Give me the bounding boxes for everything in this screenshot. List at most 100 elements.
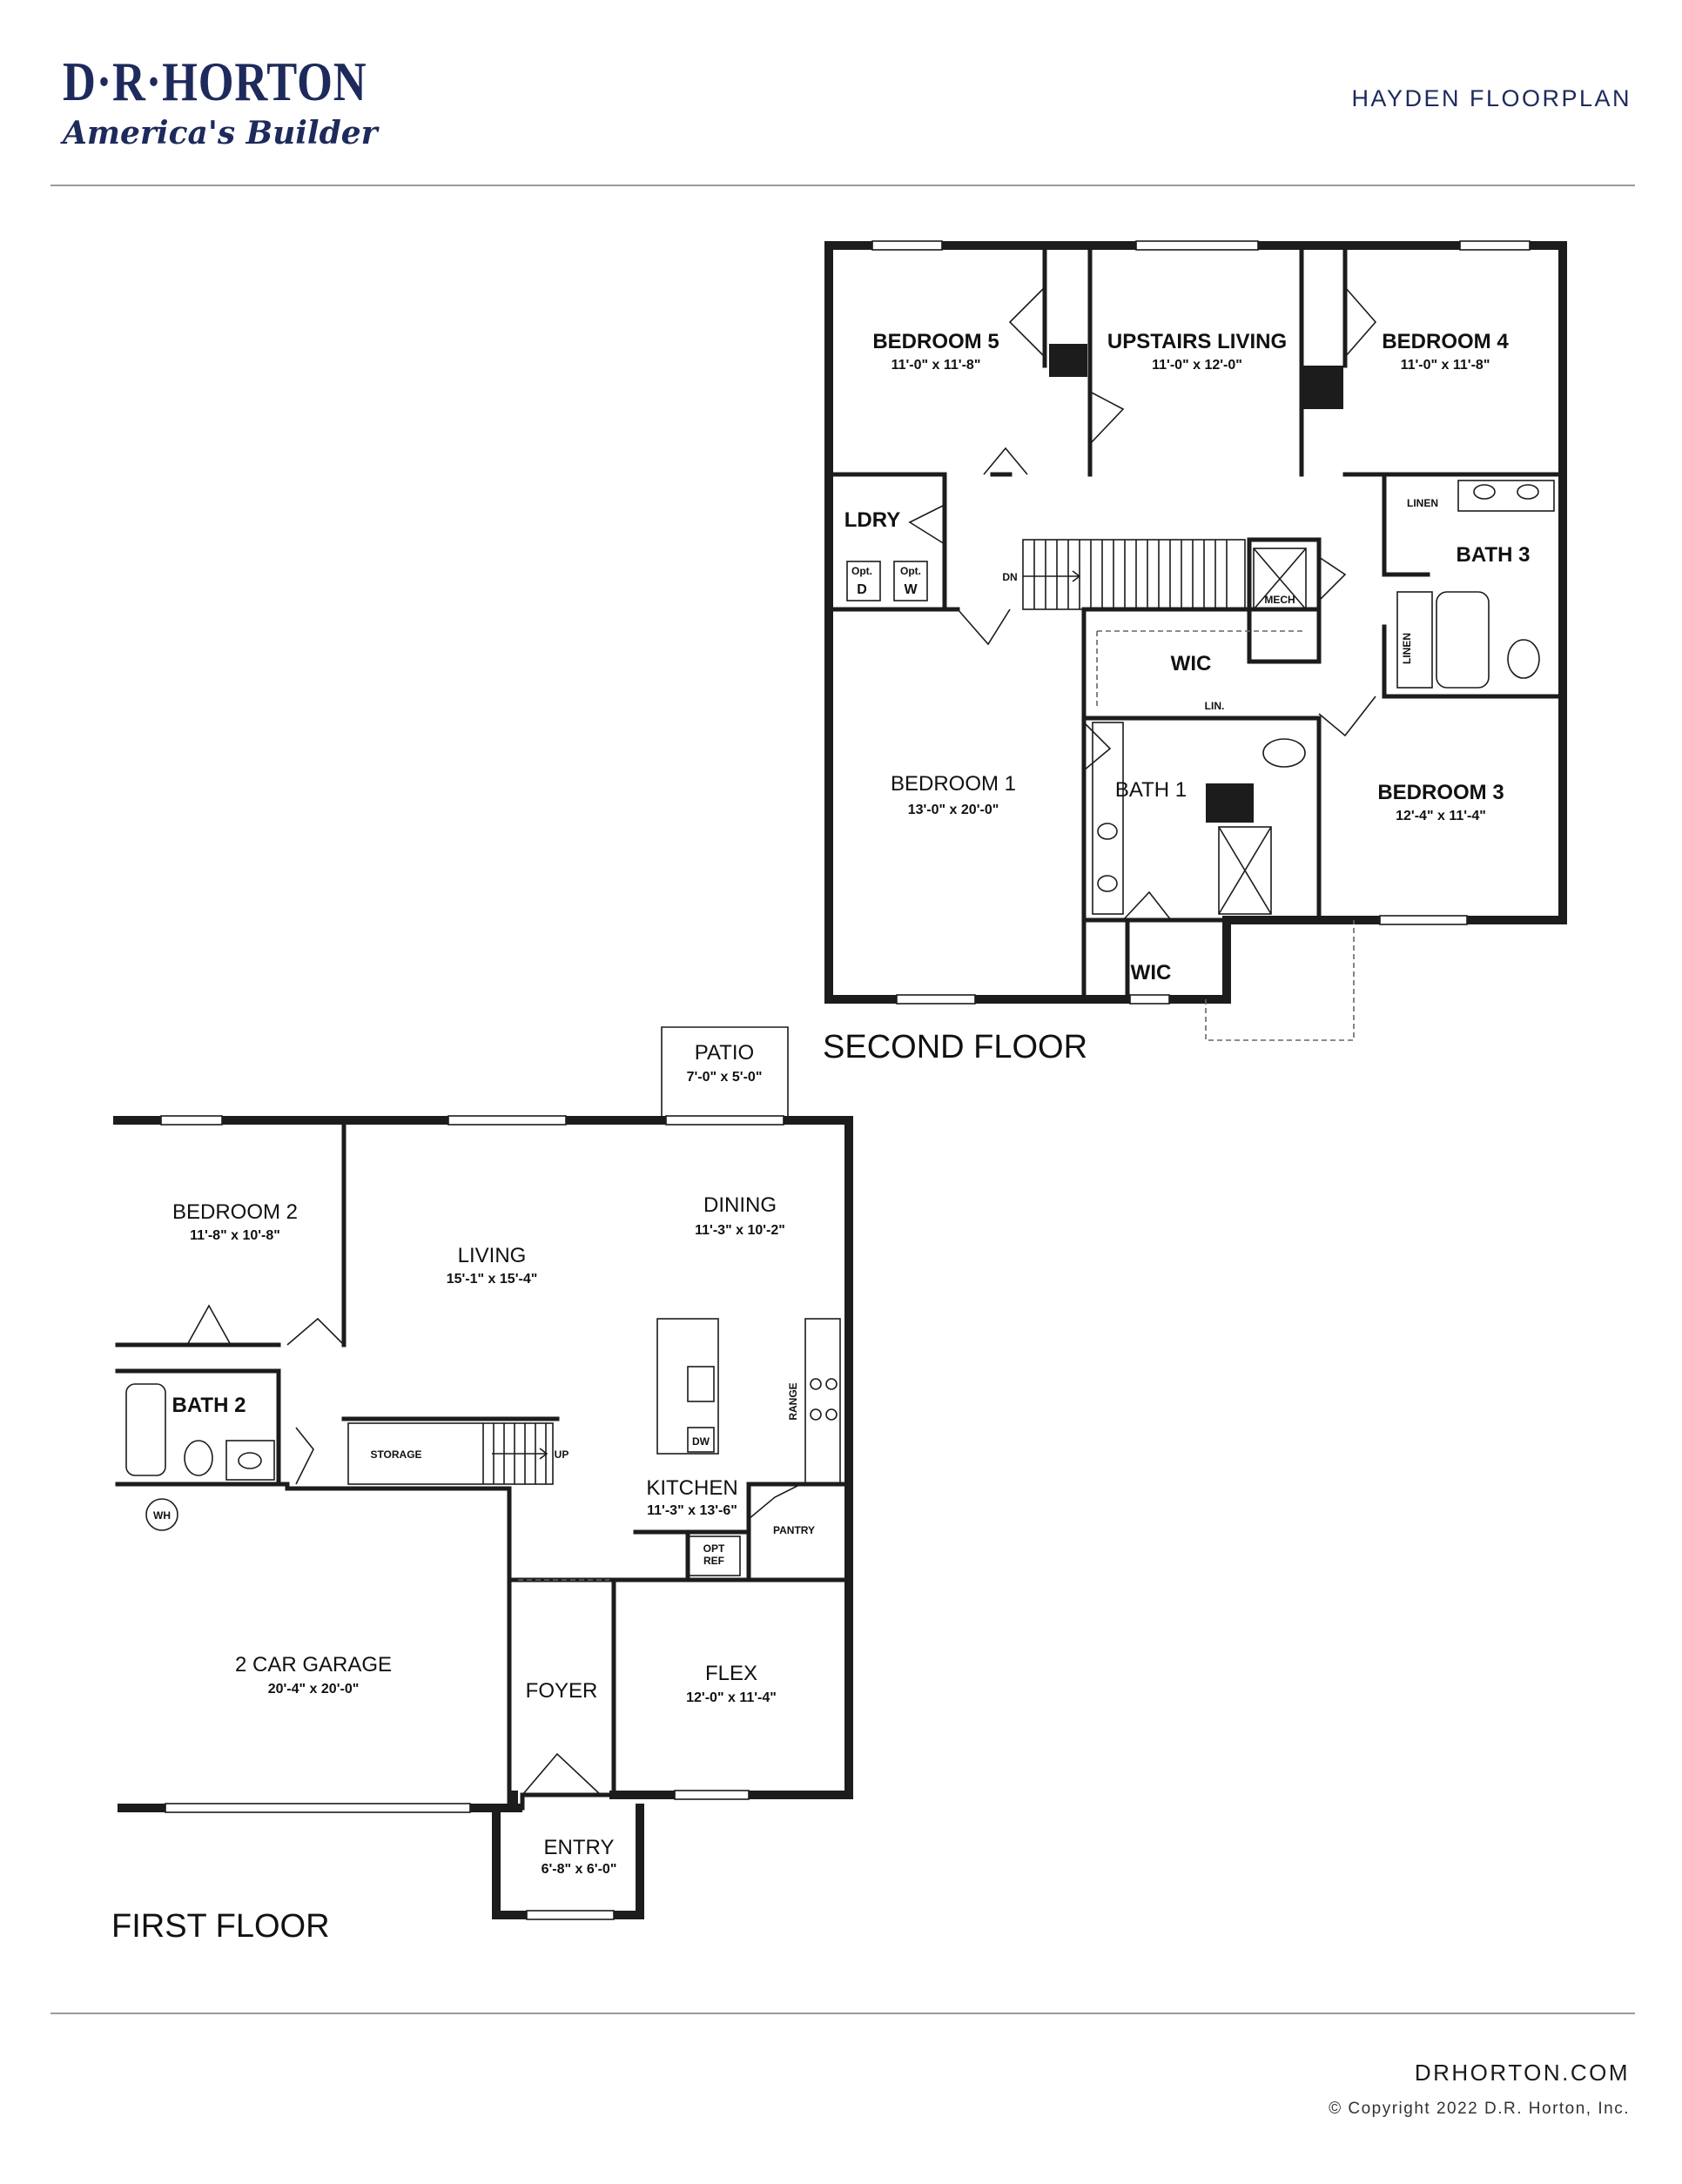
room-name-foyer: FOYER (526, 1679, 598, 1703)
upstairs-stairwell (1022, 539, 1246, 610)
website-link[interactable]: DRHORTON.COM (1414, 2060, 1630, 2086)
door-swing (748, 1483, 802, 1520)
interior-wall (520, 1792, 616, 1811)
door-swing (1008, 286, 1046, 358)
room-dim-bedroom1: 13'-0" x 20'-0" (908, 803, 999, 817)
door-swing (908, 504, 945, 545)
dishwasher (687, 1427, 715, 1453)
room-name-upstairs-living: UPSTAIRS LIVING (1107, 330, 1287, 353)
room-name-bedroom2: BEDROOM 2 (172, 1200, 298, 1224)
room-name-entry: ENTRY (544, 1836, 615, 1859)
window (526, 1910, 615, 1920)
interior-wall (115, 1368, 281, 1487)
window (160, 1115, 223, 1126)
front-door-swing (521, 1752, 602, 1796)
room-name-bath2: BATH 2 (172, 1394, 246, 1417)
room-name-bedroom4: BEDROOM 4 (1382, 330, 1509, 353)
pantry-label: PANTRY (773, 1524, 815, 1536)
opt-refrigerator (687, 1536, 741, 1576)
sink (1097, 875, 1118, 892)
door-swing (295, 1427, 314, 1485)
mech-unit (1253, 548, 1307, 610)
window (871, 240, 943, 251)
burner (825, 1378, 838, 1390)
room-dim-bedroom5: 11'-0" x 11'-8" (891, 358, 981, 373)
first-floor-title: FIRST FLOOR (111, 1908, 330, 1945)
bathtub (125, 1383, 166, 1476)
plan-title: HAYDEN FLOORPLAN (1351, 85, 1632, 111)
kitchen-counter (804, 1318, 841, 1485)
opt-washer-sub: W (904, 582, 918, 597)
room-name-kitchen: KITCHEN (646, 1476, 737, 1500)
interior-wall (115, 1482, 512, 1811)
room-dim-entry: 6'-8" x 6'-0" (542, 1862, 617, 1877)
deck-outline (1205, 920, 1355, 1041)
room-name-bedroom5: BEDROOM 5 (872, 330, 999, 353)
burner (810, 1408, 822, 1421)
room-dim-flex: 12'-0" x 11'-4" (686, 1690, 777, 1705)
room-name-garage: 2 CAR GARAGE (235, 1653, 392, 1677)
room-name-wic-b: WIC (1131, 961, 1172, 984)
bathtub (1436, 591, 1490, 689)
sink (1473, 484, 1496, 500)
footer-divider (50, 2013, 1635, 2014)
room-name-lin: LIN. (1205, 700, 1225, 712)
opt-washer-label: Opt. (900, 565, 921, 577)
window (1135, 240, 1259, 251)
room-name-linen-a: LINEN (1407, 497, 1438, 509)
burner (810, 1378, 822, 1390)
range-label: RANGE (787, 1382, 799, 1420)
room-name-linen-b: LINEN (1401, 633, 1413, 664)
window (896, 994, 976, 1005)
patio-outline (661, 1026, 789, 1116)
room-dim-garage: 20'-4" x 20'-0" (268, 1682, 360, 1697)
dryer (846, 561, 881, 601)
water-heater-label: WH (153, 1509, 171, 1522)
sink (1517, 484, 1539, 500)
opt-dryer-label: Opt. (851, 565, 872, 577)
room-name-mech: MECH (1264, 594, 1295, 606)
first-floor-plan: PATIO 7'-0" x 5'-0" BEDROOM 2 11'-8" x 1… (111, 1026, 853, 1945)
door-swing (957, 608, 1011, 646)
door-swing (286, 1317, 345, 1346)
chase (1206, 783, 1254, 823)
interior-wall (1042, 243, 1093, 477)
door-swing (186, 1304, 232, 1346)
chase (1303, 366, 1343, 409)
door-swing (1083, 722, 1112, 771)
interior-wall (1081, 716, 1322, 923)
header-divider (50, 185, 1635, 186)
storage-label: STORAGE (370, 1448, 421, 1461)
toilet (1262, 738, 1306, 768)
room-dim-dining: 11'-3" x 10'-2" (695, 1223, 785, 1238)
dishwasher-label: DW (692, 1435, 710, 1448)
opt-dryer-sub: D (857, 582, 867, 597)
sink (1097, 823, 1118, 840)
room-name-patio: PATIO (695, 1041, 754, 1065)
room-name-ldry: LDRY (844, 508, 900, 532)
shower (1218, 826, 1272, 915)
door-swing (1344, 286, 1377, 358)
window (665, 1115, 784, 1126)
room-dim-bedroom2: 11'-8" x 10'-8" (190, 1228, 280, 1243)
interior-wall (826, 472, 960, 612)
interior-wall (1382, 472, 1565, 699)
room-name-bath1: BATH 1 (1115, 778, 1187, 802)
interior-wall (1299, 243, 1348, 477)
toilet (184, 1440, 213, 1476)
interior-wall (115, 1118, 346, 1347)
kitchen-island (656, 1318, 719, 1455)
interior-wall (1247, 537, 1322, 664)
room-name-living: LIVING (458, 1244, 527, 1267)
room-dim-kitchen: 11'-3" x 13'-6" (647, 1503, 737, 1518)
window (447, 1115, 567, 1126)
second-floor-plan: BEDROOM 5 11'-0" x 11'-8" UPSTAIRS LIVIN… (823, 240, 1567, 1065)
room-dim-patio: 7'-0" x 5'-0" (687, 1070, 763, 1085)
stairs-up-label: UP (555, 1448, 569, 1461)
toilet (1507, 639, 1540, 679)
brand-tagline: America's Builder (63, 115, 378, 151)
window (1379, 915, 1468, 925)
window (1129, 994, 1170, 1005)
water-heater (145, 1498, 178, 1531)
drhorton-logo: D·R·HORTON America's Builder (63, 54, 378, 152)
